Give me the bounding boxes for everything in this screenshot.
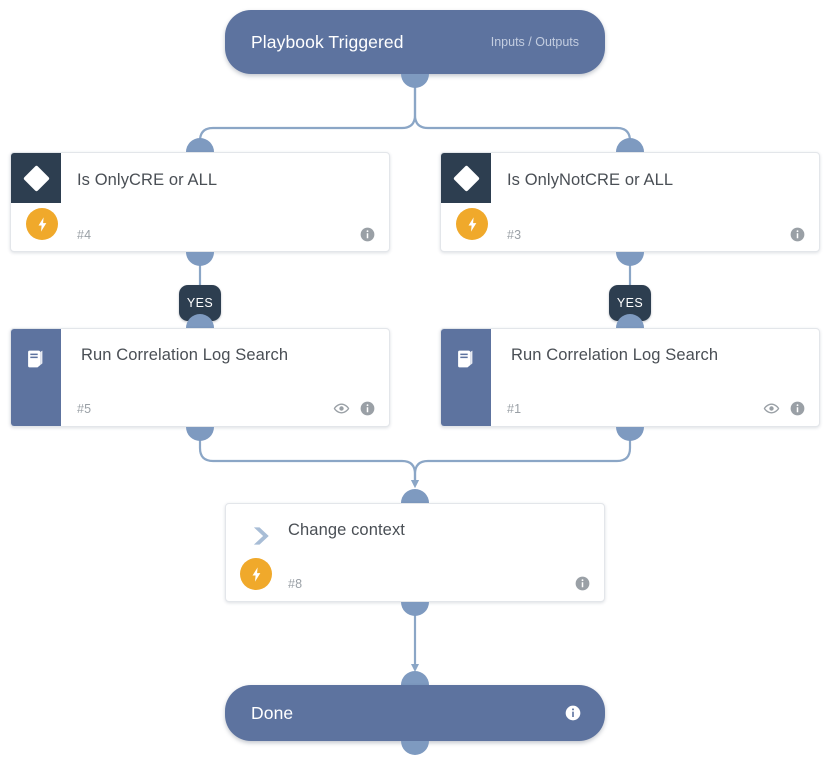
bolt-icon bbox=[456, 208, 488, 240]
port-bottom-trigger[interactable] bbox=[401, 74, 429, 88]
node-done[interactable]: Done bbox=[225, 685, 605, 741]
node-title: Run Correlation Log Search bbox=[81, 346, 289, 364]
bolt-icon bbox=[240, 558, 272, 590]
node-is-onlynotcre-or-all[interactable]: Is OnlyNotCRE or ALL #3 bbox=[440, 152, 820, 252]
chevron-right-icon bbox=[240, 518, 284, 554]
node-action-icons[interactable] bbox=[575, 576, 590, 596]
node-action-icons[interactable] bbox=[790, 227, 805, 247]
node-run-correlation-log-search-1[interactable]: Run Correlation Log Search #1 bbox=[440, 328, 820, 427]
port-top-action-left[interactable] bbox=[186, 314, 214, 328]
node-number: #8 bbox=[288, 577, 303, 591]
port-bottom-action-left[interactable] bbox=[186, 427, 214, 441]
node-action-icons[interactable] bbox=[763, 401, 805, 421]
info-icon[interactable] bbox=[790, 401, 805, 421]
action-icon-rail bbox=[441, 329, 491, 426]
inputs-outputs-label: Inputs / Outputs bbox=[490, 35, 579, 49]
port-bottom-action-right[interactable] bbox=[616, 427, 644, 441]
node-title: Done bbox=[251, 702, 294, 723]
book-icon bbox=[28, 350, 43, 368]
action-icon-rail bbox=[11, 329, 61, 426]
eye-icon[interactable] bbox=[333, 402, 350, 420]
port-top-action-right[interactable] bbox=[616, 314, 644, 328]
diamond-icon bbox=[22, 164, 50, 192]
edge-left-action-to-change-context bbox=[198, 425, 419, 488]
node-title: Is OnlyNotCRE or ALL bbox=[507, 171, 674, 189]
node-run-correlation-log-search-5[interactable]: Run Correlation Log Search #5 bbox=[10, 328, 390, 427]
node-action-icons[interactable] bbox=[333, 401, 375, 421]
node-playbook-triggered[interactable]: Playbook Triggered Inputs / Outputs bbox=[225, 10, 605, 74]
port-bottom-condition-right[interactable] bbox=[616, 252, 644, 266]
info-icon[interactable] bbox=[575, 576, 590, 596]
node-title: Playbook Triggered bbox=[251, 31, 404, 52]
info-icon[interactable] bbox=[360, 401, 375, 421]
edge-trigger-to-conditions-right bbox=[413, 80, 634, 150]
edge-label-yes-left[interactable]: YES bbox=[179, 285, 221, 321]
node-number: #5 bbox=[77, 402, 92, 416]
node-number: #4 bbox=[77, 228, 92, 242]
node-number: #3 bbox=[507, 228, 522, 242]
bolt-icon bbox=[26, 208, 58, 240]
node-title: Run Correlation Log Search bbox=[511, 346, 719, 364]
eye-icon[interactable] bbox=[763, 402, 780, 420]
edge-right-action-to-change-context bbox=[411, 425, 632, 488]
node-number: #1 bbox=[507, 402, 522, 416]
info-icon[interactable] bbox=[565, 705, 581, 721]
condition-icon-tile bbox=[11, 153, 61, 203]
port-top-condition-right[interactable] bbox=[616, 138, 644, 152]
port-bottom-change-context[interactable] bbox=[401, 602, 429, 616]
node-is-onlycre-or-all[interactable]: Is OnlyCRE or ALL #4 bbox=[10, 152, 390, 252]
node-title: Is OnlyCRE or ALL bbox=[77, 171, 218, 189]
book-icon bbox=[458, 350, 473, 368]
port-top-done[interactable] bbox=[401, 671, 429, 685]
node-action-icons[interactable] bbox=[360, 227, 375, 247]
condition-icon-tile bbox=[441, 153, 491, 203]
diamond-icon bbox=[452, 164, 480, 192]
edge-trigger-to-conditions-left bbox=[196, 80, 417, 150]
port-bottom-condition-left[interactable] bbox=[186, 252, 214, 266]
port-bottom-done[interactable] bbox=[401, 741, 429, 755]
node-title: Change context bbox=[288, 521, 405, 539]
info-icon[interactable] bbox=[360, 227, 375, 247]
info-icon[interactable] bbox=[790, 227, 805, 247]
node-change-context[interactable]: Change context #8 bbox=[225, 503, 605, 602]
port-top-condition-left[interactable] bbox=[186, 138, 214, 152]
port-top-change-context[interactable] bbox=[401, 489, 429, 503]
